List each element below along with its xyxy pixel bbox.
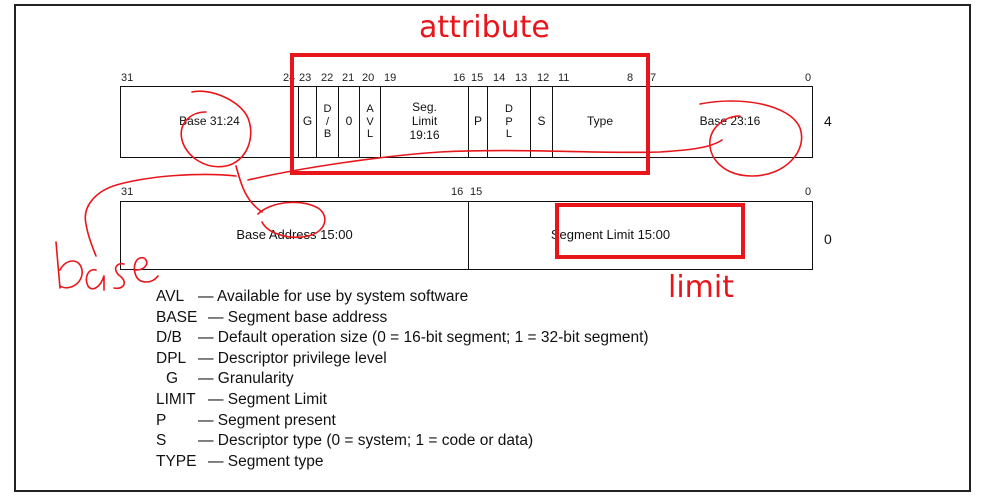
- g-field: G: [299, 87, 317, 157]
- legend-item: P — Segment present: [156, 411, 649, 432]
- segment-limit-15-00-label: Segment Limit 15:00: [550, 227, 671, 243]
- legend-desc: — Segment Limit: [208, 390, 327, 408]
- bit-number: 0: [805, 72, 812, 84]
- bit-number: 19: [384, 72, 397, 84]
- legend-item: DPL — Descriptor privilege level: [156, 349, 649, 370]
- limit-highlight-box: [555, 203, 745, 259]
- legend-desc: — Segment present: [198, 411, 336, 429]
- bit-number: 31: [121, 186, 134, 198]
- attribute-highlight-box: [290, 53, 650, 175]
- bit-number: 21: [342, 72, 355, 84]
- bit-number: 13: [515, 72, 528, 84]
- legend-desc: — Segment base address: [208, 308, 388, 326]
- legend-key: P: [156, 411, 167, 429]
- g-label: G: [302, 114, 313, 129]
- legend: AVL — Available for use by system softwar…: [156, 287, 649, 472]
- legend-key: S: [156, 432, 167, 450]
- bit-number: 14: [493, 72, 506, 84]
- legend-key: BASE: [156, 308, 198, 326]
- legend-key: LIMIT: [156, 390, 196, 408]
- bit-number: 20: [362, 72, 375, 84]
- legend-item: AVL — Available for use by system softwar…: [156, 287, 649, 308]
- bit-number: 15: [471, 72, 484, 84]
- db-char: /: [325, 115, 330, 128]
- legend-desc: — Available for use by system software: [198, 288, 469, 305]
- legend-desc: — Descriptor privilege level: [198, 349, 387, 367]
- legend-item: BASE — Segment base address: [156, 308, 649, 329]
- db-field: D / B: [317, 87, 339, 157]
- row-offset-4: 4: [824, 113, 832, 129]
- dpl-field: D P L: [488, 87, 531, 157]
- base-31-24-field: Base 31:24: [121, 87, 299, 157]
- bit-number: 12: [537, 72, 550, 84]
- legend-desc: — Granularity: [198, 370, 294, 388]
- p-field: P: [469, 87, 488, 157]
- base-address-15-00-field: Base Address 15:00: [121, 202, 469, 269]
- legend-key: TYPE: [156, 452, 197, 470]
- legend-desc: — Descriptor type (0 = system; 1 = code …: [198, 432, 534, 450]
- bit-number: 16: [451, 186, 464, 198]
- legend-item: G — Granularity: [156, 369, 649, 390]
- bit-number: 23: [299, 72, 312, 84]
- avl-char: A: [366, 103, 374, 116]
- seg-limit-line: Limit: [411, 114, 438, 129]
- db-char: B: [323, 128, 332, 141]
- db-char: D: [323, 103, 332, 116]
- limit-annotation: limit: [668, 270, 734, 305]
- s-label: S: [537, 114, 546, 129]
- legend-item: S — Descriptor type (0 = system; 1 = code…: [156, 431, 649, 452]
- bit-number: 7: [650, 72, 657, 84]
- bit-number: 16: [453, 72, 466, 84]
- bit-number: 31: [121, 72, 134, 84]
- legend-key: DPL: [156, 349, 187, 367]
- p-label: P: [473, 114, 482, 129]
- base-address-15-00-label: Base Address 15:00: [236, 227, 353, 243]
- zero-label: 0: [345, 114, 353, 129]
- legend-desc: — Default operation size (0 = 16-bit seg…: [198, 329, 649, 347]
- legend-item: LIMIT — Segment Limit: [156, 390, 649, 411]
- base-23-16-field: Base 23:16: [648, 87, 812, 157]
- bit-number: 0: [805, 186, 812, 198]
- legend-item: D/B — Default operation size (0 = 16-bit …: [156, 328, 649, 349]
- bit-number: 8: [627, 72, 634, 84]
- legend-desc: — Segment type: [208, 452, 324, 470]
- seg-limit-line: Seg.: [412, 100, 437, 115]
- dpl-char: D: [505, 103, 513, 116]
- base-23-16-label: Base 23:16: [699, 114, 761, 129]
- legend-item: TYPE — Segment type: [156, 452, 649, 473]
- legend-key: G: [166, 370, 179, 388]
- avl-field: A V L: [360, 87, 381, 157]
- dpl-char: P: [505, 115, 513, 128]
- bit-number: 22: [321, 72, 334, 84]
- dpl-char: L: [505, 128, 513, 141]
- zero-field: 0: [339, 87, 360, 157]
- seg-limit-19-16-field: Seg. Limit 19:16: [381, 87, 469, 157]
- legend-key: AVL: [156, 288, 185, 305]
- type-label: Type: [586, 114, 613, 129]
- segment-limit-15-00-field: Segment Limit 15:00: [469, 202, 812, 269]
- bit-number: 15: [470, 186, 483, 198]
- base-31-24-label: Base 31:24: [179, 114, 240, 129]
- s-field: S: [531, 87, 553, 157]
- attribute-annotation: attribute: [419, 10, 550, 45]
- avl-char: V: [366, 115, 374, 128]
- legend-key: D/B: [156, 329, 182, 347]
- bit-number: 11: [558, 72, 570, 84]
- diagram-frame: [14, 4, 971, 492]
- avl-char: L: [366, 128, 374, 141]
- seg-limit-line: 19:16: [409, 127, 440, 142]
- row-offset-0: 0: [824, 231, 832, 247]
